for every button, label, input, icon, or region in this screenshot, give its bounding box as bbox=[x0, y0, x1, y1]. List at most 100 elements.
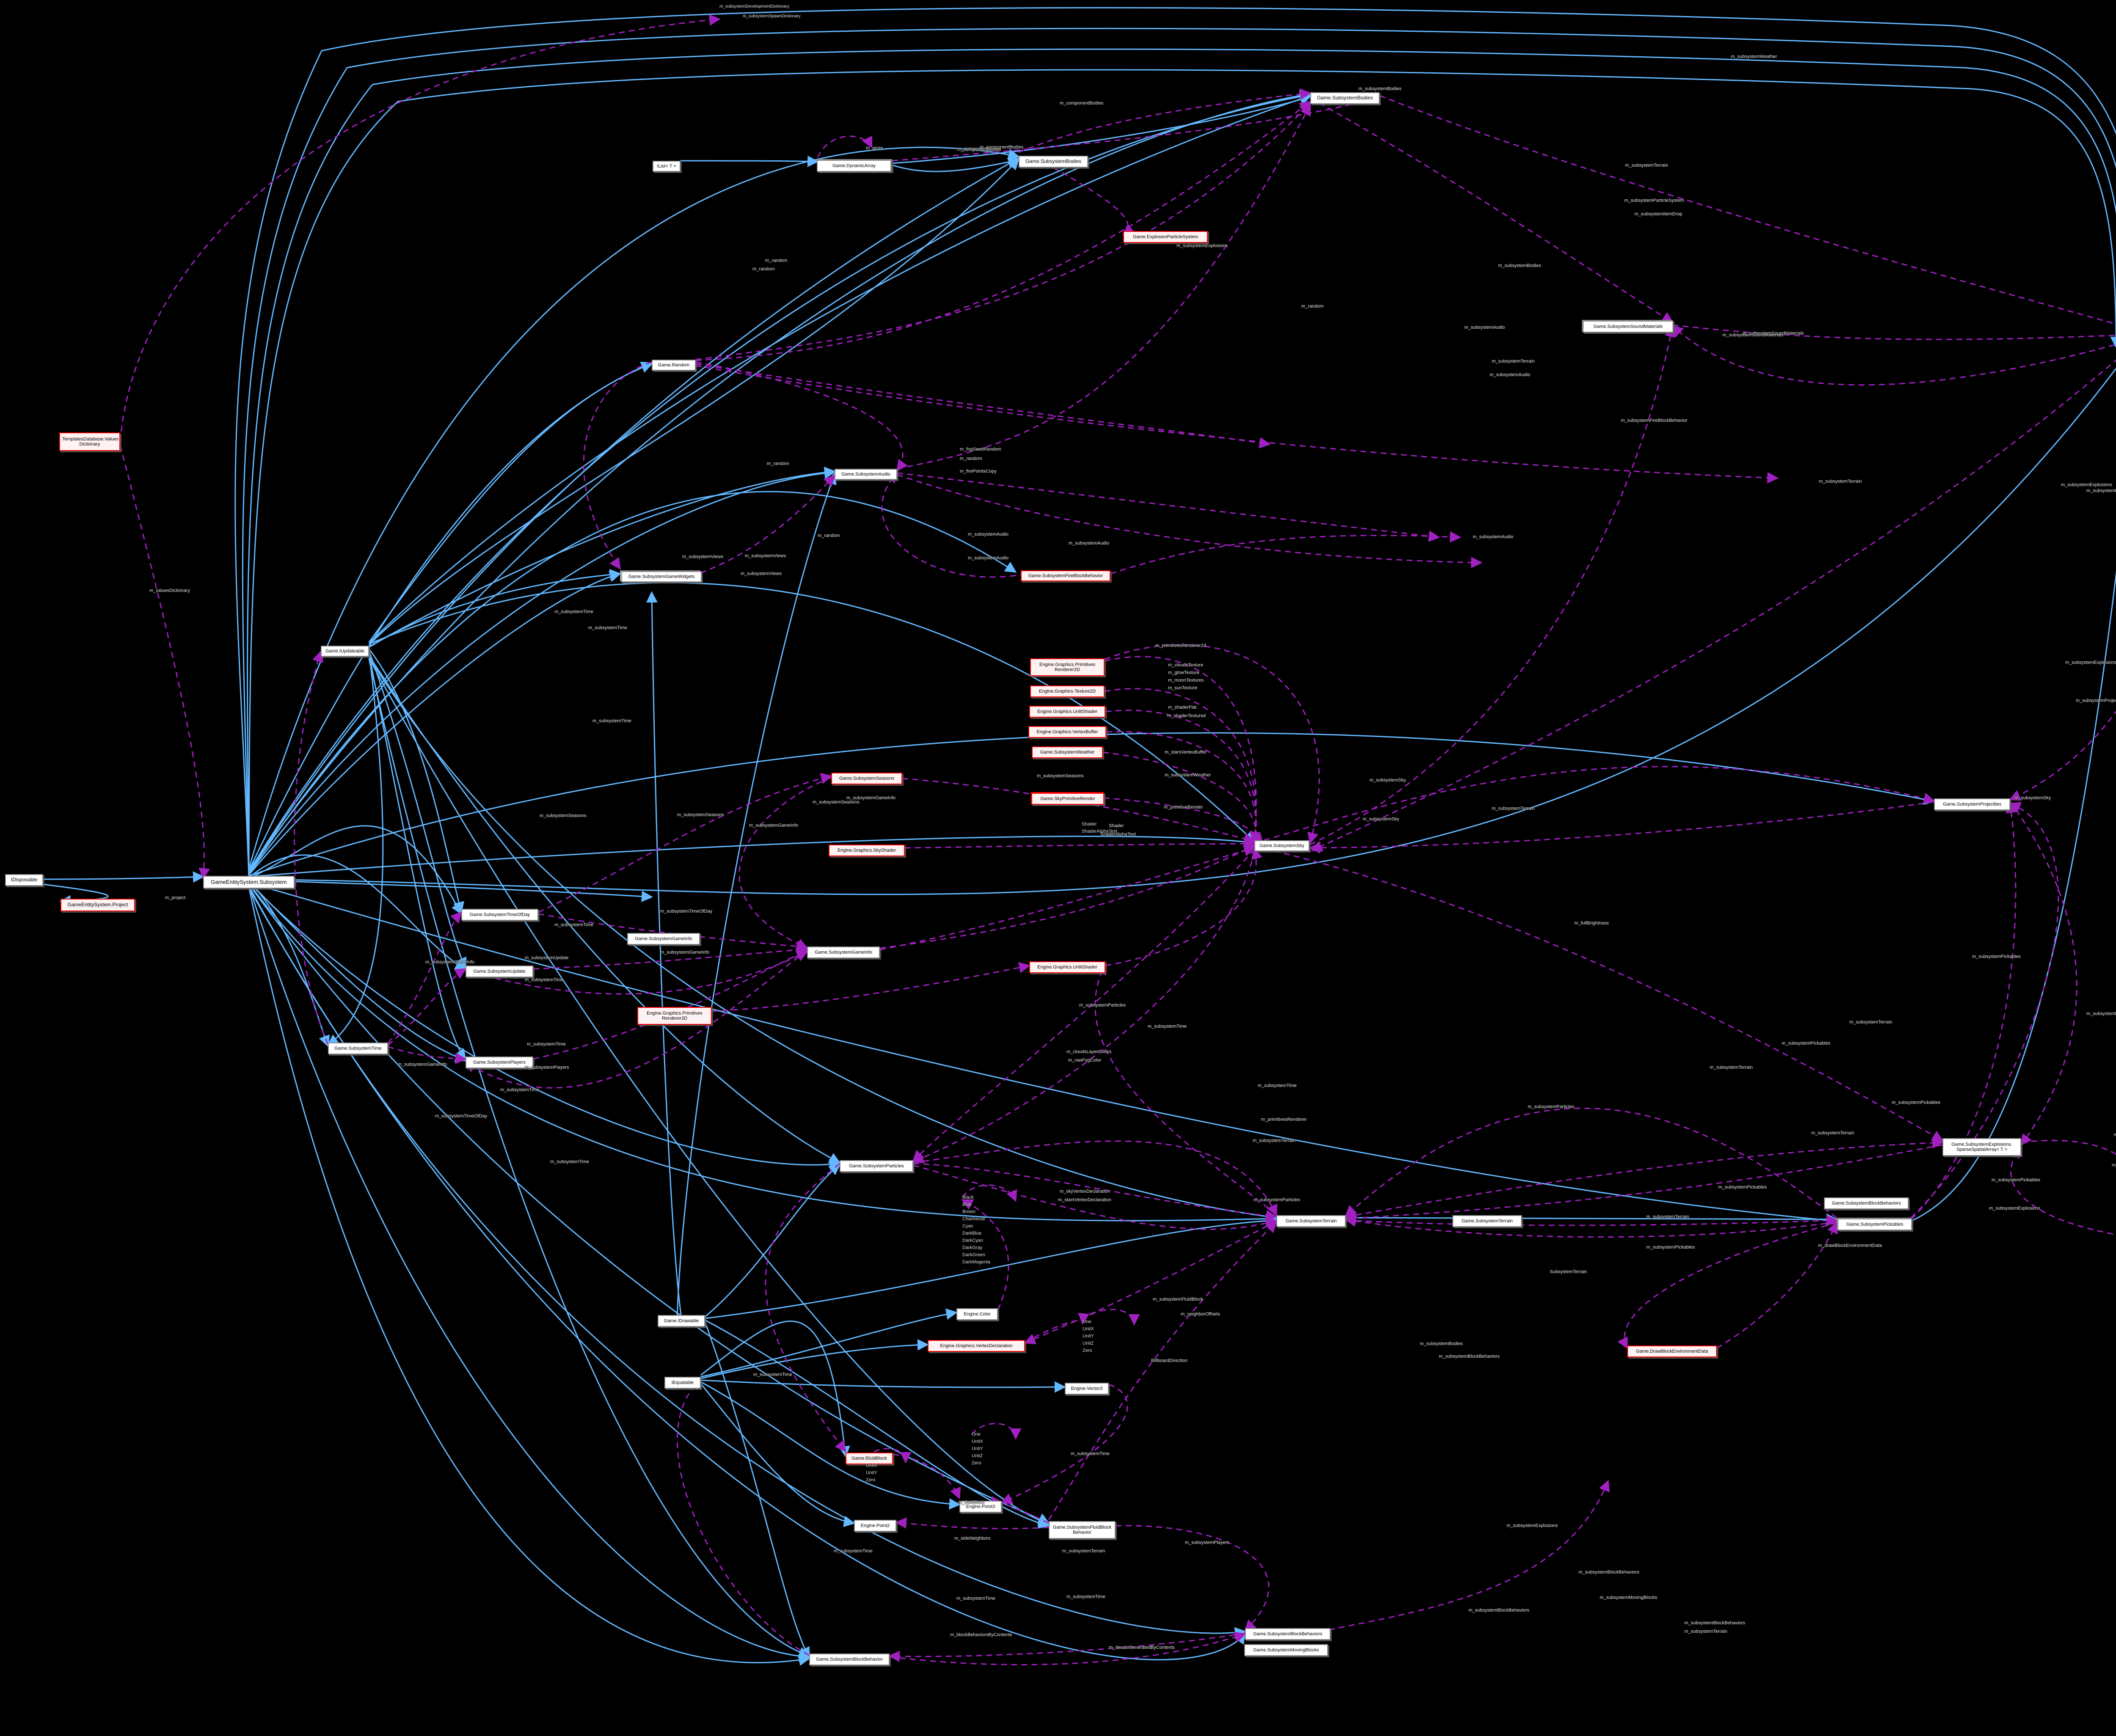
graph-node-n57[interactable]: Game.SubsystemBlockBehaviors bbox=[1824, 1197, 1909, 1209]
edge-label: m_subsystemSky bbox=[1369, 778, 1406, 783]
edge-label: m_moonTextures bbox=[1168, 678, 1204, 683]
graph-node-n26[interactable]: Game.SubsystemGameInfo bbox=[807, 946, 880, 958]
graph-node-n55[interactable]: Game.SubsystemPickables bbox=[1838, 1219, 1912, 1230]
graph-node-label: Game.SubsystemBodies bbox=[1317, 95, 1373, 101]
graph-node-n44[interactable]: Game.SubsystemFluidBlock Behavior bbox=[1049, 1521, 1116, 1539]
edge-label: m_subsystemSky bbox=[2014, 795, 2051, 801]
graph-node-n50[interactable]: Game.SubsystemExplosions. SparseSpatialA… bbox=[1942, 1138, 2021, 1156]
graph-node-n13[interactable]: Game.SubsystemAudio bbox=[835, 469, 897, 480]
graph-node-label: Game.IUpdateable bbox=[325, 648, 365, 654]
graph-node-n34[interactable]: Engine.Graphics.UnlitShader bbox=[1029, 961, 1105, 973]
graph-node-n47[interactable]: Game.SubsystemMovingBlocks bbox=[1244, 1644, 1328, 1656]
edge-label: m_subsystemWeather bbox=[1731, 54, 1777, 59]
edge-label: m_subsystemTime bbox=[1071, 1451, 1110, 1456]
graph-node-label: Game.SubsystemParticles bbox=[849, 1163, 904, 1169]
graph-node-n24[interactable]: Game.SubsystemSeasons bbox=[831, 773, 902, 784]
graph-node-n25[interactable]: Engine.Graphics.SkyShader bbox=[829, 845, 905, 856]
graph-node-n04[interactable]: TemplatesDatabase.Values Dictionary bbox=[59, 432, 120, 451]
graph-node-label: Game.Random bbox=[658, 362, 690, 368]
edge-label: m_subsystemSky bbox=[1363, 817, 1400, 822]
graph-node-label: Engine.Graphics.VertexBuffer bbox=[1036, 729, 1098, 735]
edge-label: m_shaderTextured bbox=[1167, 713, 1206, 718]
edge-label: m_subsystemParticles bbox=[1528, 1104, 1575, 1109]
edge-label: m_project bbox=[165, 895, 186, 900]
edge-label: m_componentBodies bbox=[957, 146, 1001, 151]
edge-label: m_subsystemPickables bbox=[1718, 1185, 1767, 1190]
edge-label: m_subsystemGameInfo bbox=[398, 1062, 447, 1067]
graph-node-n36[interactable]: Engine.Color bbox=[956, 1308, 998, 1320]
graph-node-n17[interactable]: Engine.Graphics.Primitives Renderer2D bbox=[1030, 658, 1105, 676]
graph-node-n05[interactable]: IList< T > bbox=[653, 161, 681, 172]
edge-label: m_cloudsLayerColors bbox=[1066, 1049, 1112, 1054]
usage-edges bbox=[119, 14, 2116, 1665]
graph-node-label: Game.SubsystemGameInfo bbox=[815, 949, 872, 955]
graph-node-label: Engine.Graphics.Primitives Renderer3D bbox=[646, 1010, 703, 1021]
edge-label: m_componentBodies bbox=[957, 147, 1001, 152]
graph-node-n12[interactable]: Game.Random bbox=[652, 360, 696, 371]
graph-node-n21[interactable]: Game.SubsystemWeather bbox=[1032, 746, 1103, 758]
graph-node-label: Game.SubsystemTerrain bbox=[1461, 1218, 1513, 1224]
graph-node-n28[interactable]: Game.SubsystemUpdate bbox=[466, 966, 533, 977]
graph-node-n02[interactable]: GameEntitySystem.Project bbox=[61, 899, 135, 911]
graph-node-n42[interactable]: Engine.Point3 bbox=[959, 1501, 1002, 1513]
graph-node-n09[interactable]: Game.ExplosionParticleSystem bbox=[1123, 231, 1208, 243]
graph-node-n56[interactable]: Game.SubsystemSoundMaterials bbox=[1583, 321, 1673, 333]
graph-node-n33[interactable]: Game.SubsystemTerrain bbox=[1276, 1215, 1346, 1227]
graph-node-n41[interactable]: Game.FluidBlock bbox=[846, 1453, 893, 1464]
graph-node-n19[interactable]: Engine.Graphics.UnlitShader bbox=[1029, 706, 1105, 718]
graph-node-n58[interactable]: Game.DynamicArray bbox=[817, 160, 891, 172]
graph-node-n15[interactable]: Game.SubsystemFireBlockBehavior bbox=[1021, 570, 1110, 581]
graph-node-n07[interactable]: Game.SubsystemBodies bbox=[1019, 156, 1088, 168]
graph-node-n43[interactable]: Engine.Point2 bbox=[854, 1520, 896, 1532]
graph-node-n16[interactable]: Game.IUpdateable bbox=[321, 646, 369, 657]
graph-node-n08[interactable]: Game.SubsystemBodies bbox=[1310, 92, 1380, 104]
edge-label: m_subsystemUpdate bbox=[525, 955, 569, 960]
edge-label: m_subsystemBodies bbox=[1420, 1341, 1463, 1346]
edge-label: m_neighborOffsets bbox=[1181, 1312, 1220, 1317]
graph-node-n29[interactable]: Game.SubsystemTime bbox=[328, 1043, 388, 1054]
edge-label: m_drawBlockEnvironmentData bbox=[1818, 1243, 1882, 1248]
graph-node-n35[interactable]: Game.SubsystemParticles bbox=[840, 1160, 913, 1172]
graph-node-n59[interactable]: Game.SubsystemGameWidgets bbox=[621, 571, 702, 582]
graph-node-n01[interactable]: GameEntitySystem.Subsystem bbox=[203, 876, 295, 889]
graph-node-n18[interactable]: Engine.Graphics.Texture2D bbox=[1030, 685, 1105, 697]
graph-node-n20[interactable]: Engine.Graphics.VertexBuffer bbox=[1028, 726, 1106, 738]
edge-label: m_subsystemTerrain bbox=[1819, 479, 1862, 484]
graph-node-n60[interactable]: Game.SkyPrimitiveRender bbox=[1031, 793, 1104, 805]
graph-node-n37[interactable]: Engine.Graphics.VertexDeclaration bbox=[928, 1340, 1025, 1352]
graph-node-n39[interactable]: Game.IDrawable bbox=[658, 1315, 705, 1327]
enum-member-list-point2-enum: One UnitX UnitY Zero bbox=[866, 1456, 877, 1483]
graph-node-n31[interactable]: Engine.Graphics.Primitives Renderer3D bbox=[637, 1007, 712, 1025]
edge-label: m_random bbox=[818, 533, 840, 538]
edge-label: ShaderAlphaTest bbox=[1100, 832, 1136, 837]
graph-node-n32[interactable]: Game.SubsystemGameInfo bbox=[627, 933, 700, 945]
graph-node-n27[interactable]: Game.SubsystemTimeOfDay bbox=[461, 909, 538, 921]
graph-node-n23[interactable]: Game.SubsystemSky bbox=[1254, 840, 1309, 851]
edge-label: m_subsystemParticles bbox=[1254, 1197, 1300, 1202]
graph-node-n40[interactable]: IEquatable bbox=[664, 1377, 701, 1389]
graph-node-n03[interactable]: IDisposable bbox=[5, 874, 43, 886]
graph-node-label: Engine.Graphics.UnlitShader bbox=[1037, 709, 1097, 714]
graph-node-label: Engine.Point3 bbox=[966, 1504, 995, 1509]
edge-label: m_subsystemTime bbox=[554, 609, 593, 614]
graph-node-n38[interactable]: Engine.Vector3 bbox=[1065, 1383, 1109, 1395]
edge-label: m_subsystemProjectiles bbox=[2086, 488, 2116, 493]
graph-node-n46[interactable]: Game.SubsystemBlockBehaviors bbox=[1245, 1628, 1331, 1640]
graph-node-n30[interactable]: Game.SubsystemPlayers bbox=[466, 1056, 533, 1068]
edge-label: BillboardDirection bbox=[1151, 1358, 1188, 1363]
edge-label: m_primitivesRenderer2d bbox=[1155, 643, 1206, 648]
graph-node-label: Game.DrawBlockEnvironmentData bbox=[1636, 1348, 1708, 1354]
graph-node-n45[interactable]: Game.SubsystemBlockBehavior bbox=[809, 1653, 890, 1665]
edge-label: m_subsystemMovingBlocks bbox=[1600, 1595, 1657, 1600]
edge-label: m_random bbox=[765, 258, 788, 263]
graph-node-n54[interactable]: Game.DrawBlockEnvironmentData bbox=[1627, 1345, 1717, 1357]
edge-label: m_subsystemWeather bbox=[1165, 773, 1211, 778]
graph-node-n48[interactable]: Game.SubsystemTerrain bbox=[1452, 1215, 1522, 1227]
graph-node-n52[interactable]: Game.SubsystemProjectiles bbox=[1934, 798, 2010, 810]
graph-node-label: Game.SubsystemSoundMaterials bbox=[1593, 324, 1663, 329]
graph-node-label: Engine.Graphics.VertexDeclaration bbox=[940, 1343, 1013, 1348]
edge-label: m_array bbox=[866, 146, 883, 151]
graph-node-label: Game.SubsystemBodies bbox=[1025, 158, 1082, 165]
edge-label: m_subsystemPlayers bbox=[525, 1065, 569, 1070]
